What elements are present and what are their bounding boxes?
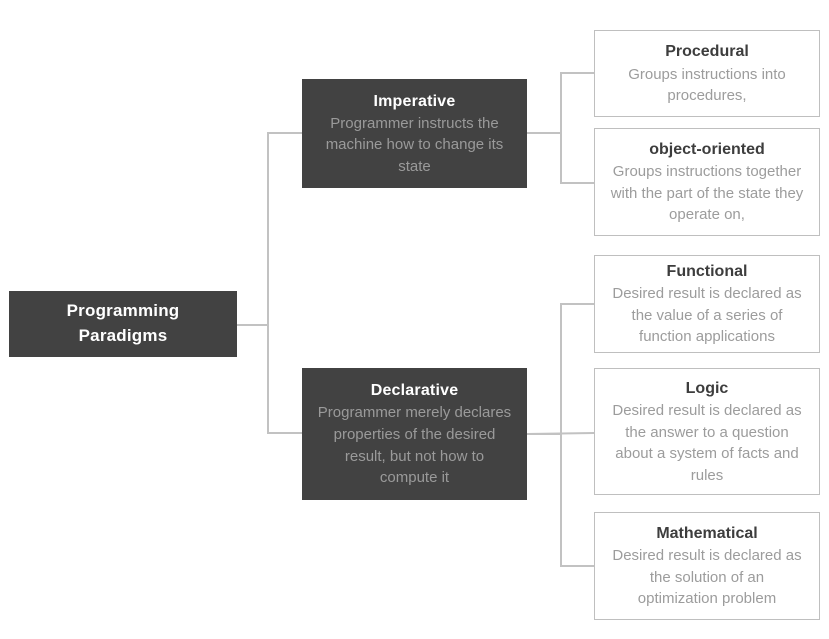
node-declarative: Declarative Programmer merely declares p… bbox=[302, 368, 527, 500]
node-description: Programmer merely declares properties of… bbox=[317, 404, 512, 487]
connector-declarative-mathematical bbox=[527, 433, 594, 567]
connector-imperative-procedural bbox=[527, 72, 594, 134]
connector-root-declarative bbox=[237, 324, 302, 434]
node-description: Desired result is declared as the value … bbox=[612, 285, 802, 346]
node-logic: Logic Desired result is declared as the … bbox=[594, 368, 820, 495]
node-title: Declarative bbox=[370, 382, 459, 400]
node-description: Groups instructions into procedures, bbox=[628, 65, 786, 105]
node-description: Programmer instructs the machine how to … bbox=[325, 114, 504, 175]
node-mathematical: Mathematical Desired result is declared … bbox=[594, 512, 820, 620]
connector-declarative-functional bbox=[527, 303, 594, 435]
node-functional: Functional Desired result is declared as… bbox=[594, 255, 820, 353]
node-title: Functional bbox=[666, 263, 748, 281]
connector-imperative-object-oriented bbox=[527, 132, 594, 184]
node-title: Logic bbox=[685, 379, 729, 397]
connector-root-imperative bbox=[237, 132, 302, 326]
node-object-oriented: object-oriented Groups instructions toge… bbox=[594, 128, 820, 236]
node-description: Groups instructions together with the pa… bbox=[610, 163, 804, 224]
node-title: Imperative bbox=[373, 92, 456, 110]
node-title: object-oriented bbox=[649, 141, 765, 159]
node-imperative: Imperative Programmer instructs the mach… bbox=[302, 79, 527, 188]
node-description: Desired result is declared as the answer… bbox=[612, 401, 802, 484]
node-title: Programming Paradigms bbox=[66, 301, 180, 345]
node-title: Procedural bbox=[665, 43, 749, 61]
node-title: Mathematical bbox=[656, 525, 758, 543]
node-procedural: Procedural Groups instructions into proc… bbox=[594, 30, 820, 117]
node-programming-paradigms: Programming Paradigms bbox=[9, 291, 237, 357]
node-description: Desired result is declared as the soluti… bbox=[612, 547, 802, 608]
